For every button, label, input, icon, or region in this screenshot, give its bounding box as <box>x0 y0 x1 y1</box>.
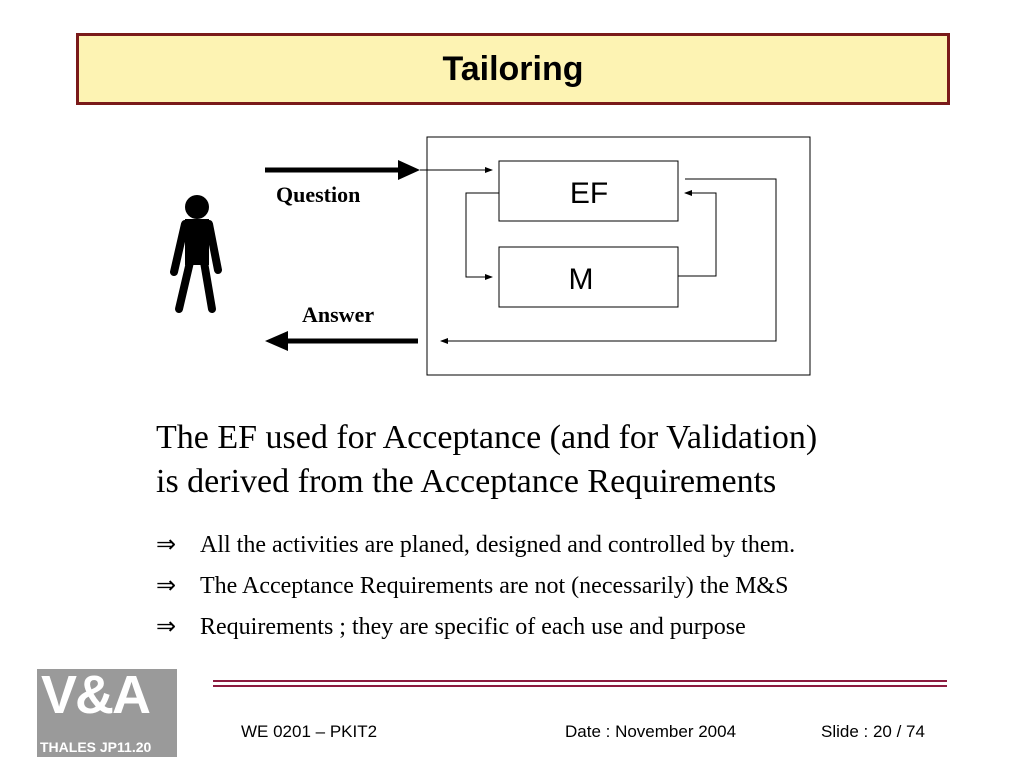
bullet-text: The Acceptance Requirements are not (nec… <box>200 573 789 599</box>
bullet-list: ⇒ All the activities are planed, designe… <box>156 525 956 648</box>
footer-rule <box>213 685 947 687</box>
answer-arrow <box>265 331 418 351</box>
list-item: ⇒ The Acceptance Requirements are not (n… <box>156 566 956 607</box>
implies-icon: ⇒ <box>156 532 177 558</box>
footer-date: Date : November 2004 <box>565 722 737 741</box>
bullet-text: All the activities are planed, designed … <box>200 532 796 558</box>
list-item: ⇒ Requirements ; they are specific of ea… <box>156 607 956 648</box>
footer-slide-number: Slide : 20 / 74 <box>821 722 925 741</box>
slide-title: Tailoring <box>442 49 584 88</box>
ef-box <box>498 160 679 222</box>
logo-caption: THALES JP11.20 <box>40 739 152 755</box>
ef-label: EF <box>570 177 608 210</box>
question-arrow <box>265 160 420 180</box>
system-box <box>426 136 811 376</box>
tailoring-diagram: Question EF M Answer <box>170 136 811 376</box>
return-connector <box>440 178 777 344</box>
m-to-ef-connector <box>678 190 717 277</box>
implies-icon: ⇒ <box>156 614 177 640</box>
answer-label: Answer <box>302 302 374 327</box>
m-label: M <box>569 263 594 296</box>
title-banner: Tailoring <box>76 33 950 105</box>
footer-rule <box>213 680 947 682</box>
main-paragraph: The EF used for Acceptance (and for Vali… <box>156 416 956 504</box>
logo-mark: V&A <box>41 665 151 725</box>
bullet-text: Requirements ; they are specific of each… <box>200 614 746 640</box>
m-box <box>498 246 679 308</box>
logo: V&A THALES JP11.20 <box>37 665 177 757</box>
footer-course: WE 0201 – PKIT2 <box>241 722 378 741</box>
list-item: ⇒ All the activities are planed, designe… <box>156 525 956 566</box>
paragraph-line: The EF used for Acceptance (and for Vali… <box>156 419 818 456</box>
question-label: Question <box>276 182 360 207</box>
stick-figure-icon <box>170 195 222 313</box>
ef-to-m-connector <box>465 192 499 280</box>
paragraph-line: is derived from the Acceptance Requireme… <box>156 463 777 500</box>
implies-icon: ⇒ <box>156 573 177 599</box>
